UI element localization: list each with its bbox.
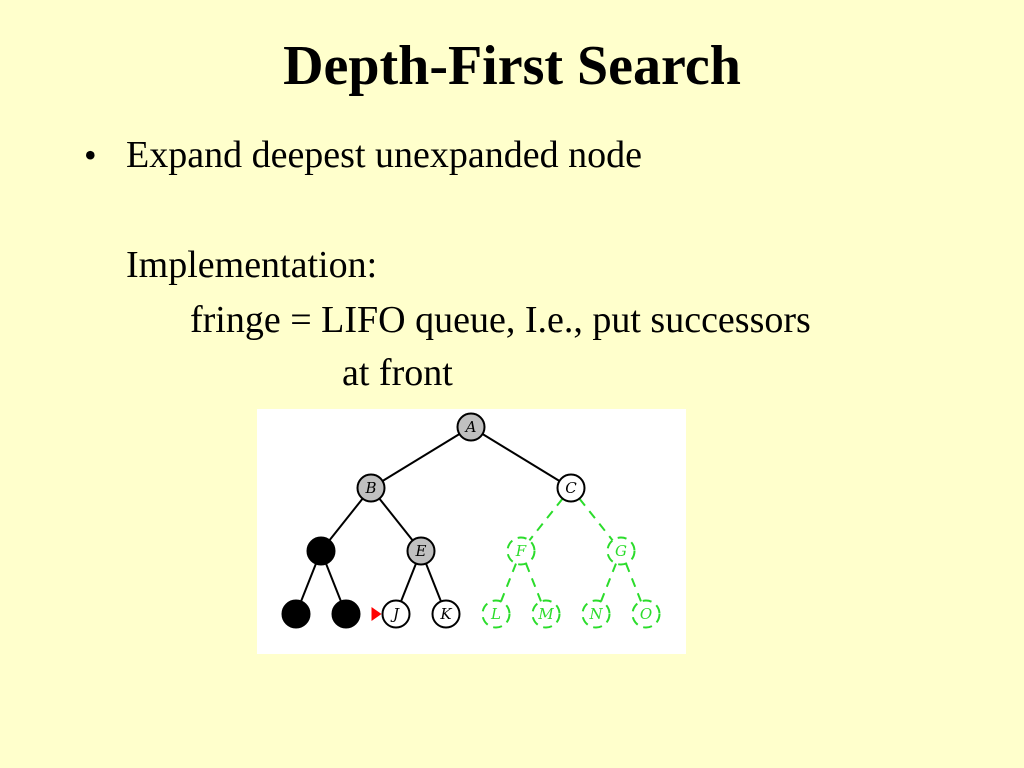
tree-edge-e-j <box>400 563 417 602</box>
tree-node-label-a: A <box>464 418 477 436</box>
tree-node-d <box>306 536 336 566</box>
tree-node-m: M <box>531 599 561 629</box>
tree-node-i <box>331 599 361 629</box>
implementation-label: Implementation: <box>126 244 378 286</box>
tree-edge-b-e <box>378 497 414 542</box>
tree-node-c: C <box>556 473 586 503</box>
tree-edge-a-c <box>482 433 560 482</box>
tree-edge-g-o <box>625 563 642 602</box>
tree-node-n: N <box>581 599 611 629</box>
current-node-marker-icon <box>371 607 382 621</box>
tree-node-h <box>281 599 311 629</box>
tree-edge-d-i <box>325 563 342 602</box>
tree-node-label-o: O <box>640 605 652 623</box>
tree-edge-c-f <box>528 497 564 542</box>
tree-node-b: B <box>356 473 386 503</box>
tree-node-label-b: B <box>364 479 376 497</box>
slide-title: Depth-First Search <box>283 35 741 97</box>
tree-edge-f-m <box>525 563 542 602</box>
search-tree-svg: A B C E F G J K L M N O <box>281 412 661 629</box>
tree-node-l: L <box>481 599 511 629</box>
implementation-line-2: at front <box>342 352 453 394</box>
tree-node-label-k: K <box>439 605 452 623</box>
tree-node-j: J <box>371 599 411 629</box>
tree-node-label-g: G <box>615 542 627 560</box>
tree-node-label-c: C <box>565 479 577 497</box>
tree-edge-e-k <box>425 563 442 602</box>
tree-edge-a-b <box>382 433 460 482</box>
tree-edge-b-d <box>328 497 364 542</box>
bullet-marker: • <box>84 135 97 175</box>
tree-edge-c-g <box>578 497 614 542</box>
implementation-line-1: fringe = LIFO queue, I.e., put successor… <box>190 299 811 341</box>
tree-node-f: F <box>506 536 536 566</box>
tree-node-label-n: N <box>588 605 603 623</box>
tree-node-a: A <box>456 412 486 442</box>
tree-node-label-f: F <box>515 542 527 560</box>
tree-node-label-m: M <box>537 605 554 623</box>
tree-node-o: O <box>631 599 661 629</box>
tree-node-label-e: E <box>415 542 427 560</box>
tree-node-e: E <box>406 536 436 566</box>
tree-edge-d-h <box>300 563 317 602</box>
bullet-text: Expand deepest unexpanded node <box>126 134 642 176</box>
search-tree-diagram: A B C E F G J K L M N O <box>257 409 686 654</box>
tree-node-label-j: J <box>390 605 400 623</box>
tree-node-g: G <box>606 536 636 566</box>
tree-node-label-l: L <box>490 605 501 623</box>
tree-edge-f-l <box>500 563 517 602</box>
tree-edge-g-n <box>600 563 617 602</box>
tree-node-k: K <box>431 599 461 629</box>
